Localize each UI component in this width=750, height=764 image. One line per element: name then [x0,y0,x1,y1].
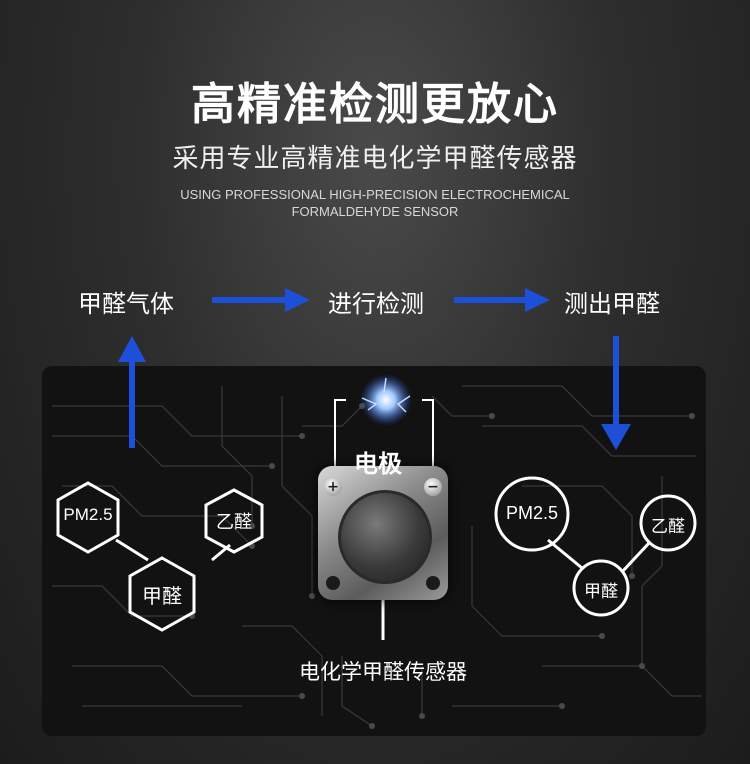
flow-step-detect: 进行检测 [328,290,424,318]
left-molecule-formaldehyde-label: 甲醛 [142,584,182,608]
english-caption-line-1: USING PROFESSIONAL HIGH-PRECISION ELECTR… [180,187,570,202]
left-molecule-graphic [56,481,264,632]
arrow-right-2 [454,288,550,312]
hexagon-formaldehyde [128,556,196,632]
sensor-module: + − [318,466,448,600]
circle-pm25 [494,476,570,552]
flow-step-gas: 甲醛气体 [78,290,174,318]
page-subtitle: 采用专业高精准电化学甲醛传感器 [172,144,578,174]
arrow-down-right [601,336,631,450]
left-molecule-acetaldehyde-label: 乙醛 [216,512,252,533]
english-caption-line-2: FORMALDEHYDE SENSOR [291,204,459,219]
electrode-label: 电极 [354,450,402,478]
arrow-right-1 [212,288,310,312]
electrode-graphic [334,374,434,476]
right-molecule-graphic [494,476,697,617]
circuit-traces-graphic [52,385,702,729]
hexagon-acetaldehyde [204,488,264,554]
left-molecule-pm25-label: PM2.5 [63,505,113,524]
right-molecule-acetaldehyde-label: 乙醛 [651,517,685,537]
negative-terminal: − [424,478,442,496]
sensor-core [338,490,432,584]
sensor-caption: 电化学甲醛传感器 [299,660,467,684]
right-molecule-pm25-label: PM2.5 [505,503,559,523]
english-caption: USING PROFESSIONAL HIGH-PRECISION ELECTR… [0,186,750,220]
circle-formaldehyde [572,559,630,617]
mount-hole [426,576,440,590]
circle-acetaldehyde [639,494,697,552]
page-title: 高精准检测更放心 [191,79,559,130]
right-molecule-formaldehyde-label: 甲醛 [584,582,618,602]
mount-hole [326,576,340,590]
flow-step-result: 测出甲醛 [564,290,660,318]
arrow-up-left [118,336,146,448]
hexagon-pm25 [56,481,120,554]
positive-terminal: + [324,478,342,496]
